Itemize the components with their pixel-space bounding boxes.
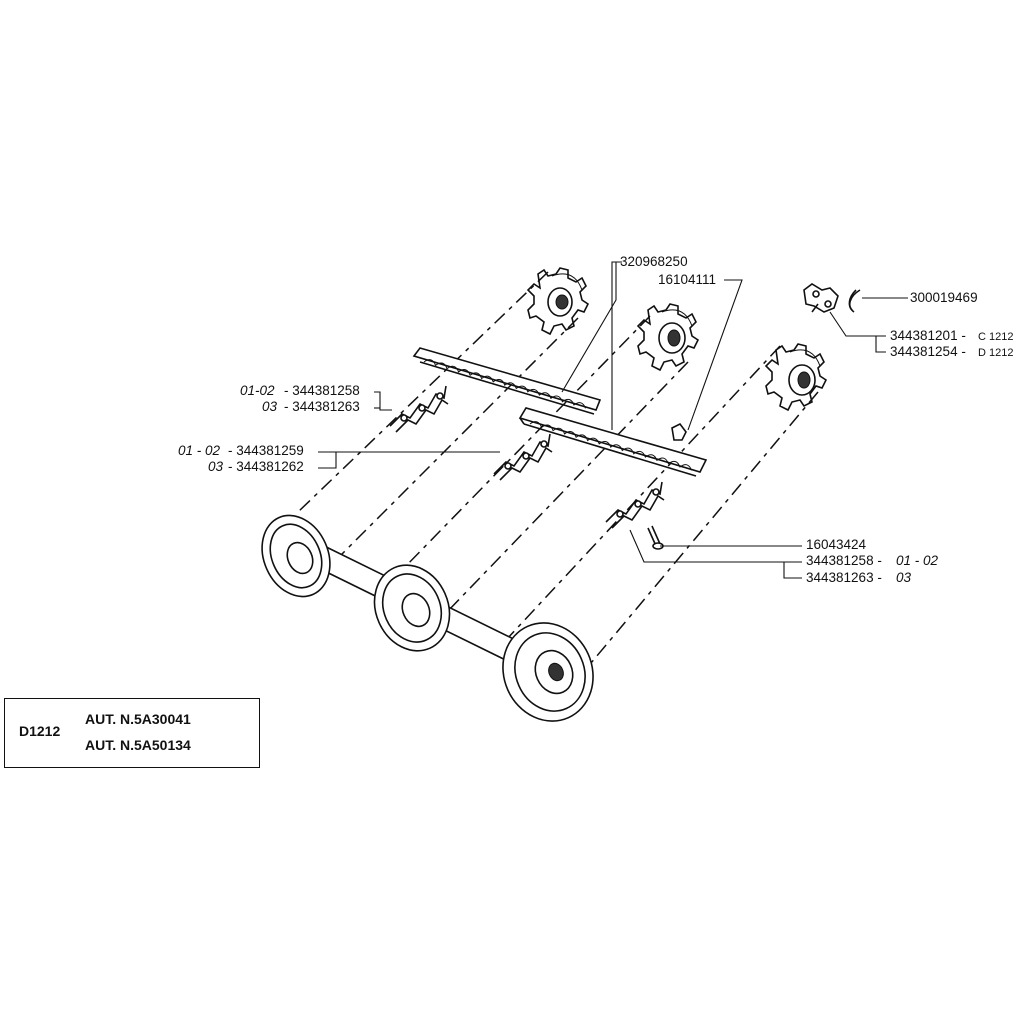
leader-lines xyxy=(318,261,908,579)
guide-rail-lower xyxy=(518,407,708,477)
chain-segment-left xyxy=(389,385,449,433)
label-link-c: 344381201 - xyxy=(890,328,966,343)
label-right-chain-03-part: 344381263 - xyxy=(806,570,882,585)
axle-assembly xyxy=(261,514,594,722)
drawing-code: D1212 xyxy=(19,723,61,739)
label-right-chain-03-suffix: 03 xyxy=(896,570,912,585)
label-bolt: 16043424 xyxy=(806,537,867,552)
wedge-part xyxy=(671,422,687,441)
label-mid-chain-03-part: - 344381262 xyxy=(228,459,304,474)
bolt-part xyxy=(647,525,664,550)
label-left-chain-01-part: - 344381258 xyxy=(284,383,360,398)
chain-segment-right xyxy=(605,481,665,529)
label-link-c-code: C 1212 xyxy=(978,331,1013,343)
label-right-chain-01-part: 344381258 - xyxy=(806,553,882,568)
label-guide-rail: 320968250 xyxy=(620,254,688,269)
label-left-chain-03-part: - 344381263 xyxy=(284,399,360,414)
label-wedge: 16104111 xyxy=(658,272,716,287)
authorization-number-2: AUT. N.5A50134 xyxy=(85,737,191,753)
label-clip: 300019469 xyxy=(910,290,978,305)
label-left-chain-01-prefix: 01-02 xyxy=(240,383,275,398)
guide-rail-upper xyxy=(412,347,602,415)
label-mid-chain-01-prefix: 01 - 02 xyxy=(178,443,221,458)
sprocket-right xyxy=(764,343,828,412)
label-left-chain-03-prefix: 03 xyxy=(262,399,278,414)
spring-clip-part xyxy=(848,289,861,313)
authorization-number-1: AUT. N.5A30041 xyxy=(85,711,191,727)
label-mid-chain-03-prefix: 03 xyxy=(208,459,224,474)
label-mid-chain-01-part: - 344381259 xyxy=(228,443,304,458)
sprocket-left xyxy=(526,267,590,336)
label-link-d-code: D 1212 xyxy=(978,347,1013,359)
drawing-info-box: D1212 AUT. N.5A30041 AUT. N.5A50134 xyxy=(4,698,260,768)
chain-segment-middle xyxy=(493,433,553,481)
sprocket-middle xyxy=(636,303,700,372)
part-labels: 320968250 16104111 300019469 344381201 -… xyxy=(178,254,1013,585)
label-right-chain-01-suffix: 01 - 02 xyxy=(896,553,939,568)
connecting-link-part xyxy=(803,283,839,313)
label-link-d: 344381254 - xyxy=(890,344,966,359)
